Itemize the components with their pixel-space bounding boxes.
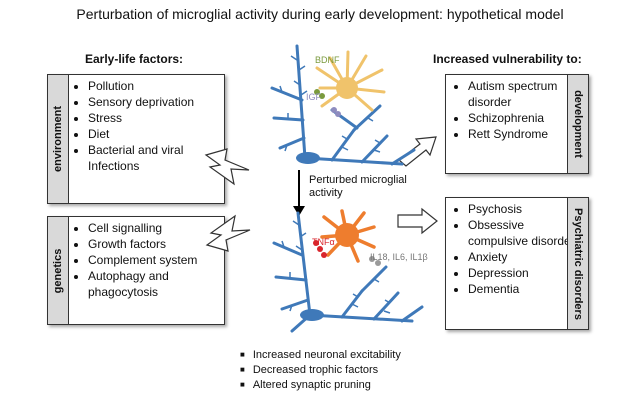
psychiatric-tab: Psychiatric disorders bbox=[567, 198, 588, 329]
environment-tab: environment bbox=[48, 75, 69, 203]
environment-factor-item: Bacterial and viral Infections bbox=[88, 142, 238, 174]
environment-factor-item: Diet bbox=[88, 126, 238, 142]
environment-factor-item: Pollution bbox=[88, 78, 238, 94]
normal-microglia-neuron-illustration bbox=[270, 44, 416, 166]
development-tab: development bbox=[567, 75, 588, 173]
genetics-tab: genetics bbox=[48, 217, 69, 324]
effect-item: Altered synaptic pruning bbox=[240, 378, 401, 393]
bdnf-label: BDNF bbox=[315, 55, 340, 65]
environment-box: environment PollutionSensory deprivation… bbox=[47, 74, 225, 204]
genetics-factor-item: Cell signalling bbox=[88, 220, 238, 236]
lightning-bolt-icon bbox=[205, 214, 251, 252]
genetics-factor-item: Growth factors bbox=[88, 236, 238, 252]
development-disorder-item: Rett Syndrome bbox=[468, 126, 578, 142]
genetics-factor-list: Cell signallingGrowth factorsComplement … bbox=[74, 220, 238, 300]
lightning-bolt-icon bbox=[204, 148, 250, 186]
psychiatric-disorder-item: Anxiety bbox=[468, 249, 578, 265]
genetics-box: genetics Cell signallingGrowth factorsCo… bbox=[47, 216, 225, 325]
environment-factor-item: Stress bbox=[88, 110, 238, 126]
genetics-factor-item: Complement system bbox=[88, 252, 238, 268]
diagram-title: Perturbation of microglial activity duri… bbox=[76, 6, 564, 22]
psychiatric-disorder-item: Dementia bbox=[468, 281, 578, 297]
perturbed-microglia-neuron-illustration bbox=[272, 209, 424, 333]
perturbed-activity-label: Perturbed microglial activity bbox=[309, 174, 407, 199]
psychiatric-disorder-item: Obsessive compulsive disorder bbox=[468, 217, 578, 249]
genetics-factor-item: Autophagy and phagocytosis bbox=[88, 268, 238, 300]
development-disorder-list: Autism spectrum disorderSchizophreniaRet… bbox=[454, 78, 578, 142]
development-disorder-item: Autism spectrum disorder bbox=[468, 78, 578, 110]
bottom-effects-list: Increased neuronal excitabilityDecreased… bbox=[240, 348, 401, 393]
psychiatric-box: PsychosisObsessive compulsive disorderAn… bbox=[445, 197, 589, 330]
cytokines-label: IL18, IL6, IL1β bbox=[370, 252, 428, 262]
psychiatric-disorder-item: Depression bbox=[468, 265, 578, 281]
effect-item: Increased neuronal excitability bbox=[240, 348, 401, 363]
psychiatric-disorder-item: Psychosis bbox=[468, 201, 578, 217]
development-box: Autism spectrum disorderSchizophreniaRet… bbox=[445, 74, 589, 174]
psychiatric-disorder-list: PsychosisObsessive compulsive disorderAn… bbox=[454, 201, 578, 297]
igf-label: IGF bbox=[306, 92, 321, 102]
arrow-down-icon bbox=[293, 170, 305, 216]
left-header: Early-life factors: bbox=[85, 52, 184, 66]
environment-factor-item: Sensory deprivation bbox=[88, 94, 238, 110]
effect-item: Decreased trophic factors bbox=[240, 363, 401, 378]
outline-arrow-right-icon bbox=[397, 207, 438, 235]
development-disorder-item: Schizophrenia bbox=[468, 110, 578, 126]
environment-factor-list: PollutionSensory deprivationStressDietBa… bbox=[74, 78, 238, 174]
right-header: Increased vulnerability to: bbox=[433, 52, 582, 66]
tnf-alpha-label: TNFα bbox=[312, 237, 335, 247]
outline-arrow-right-icon bbox=[398, 136, 437, 167]
